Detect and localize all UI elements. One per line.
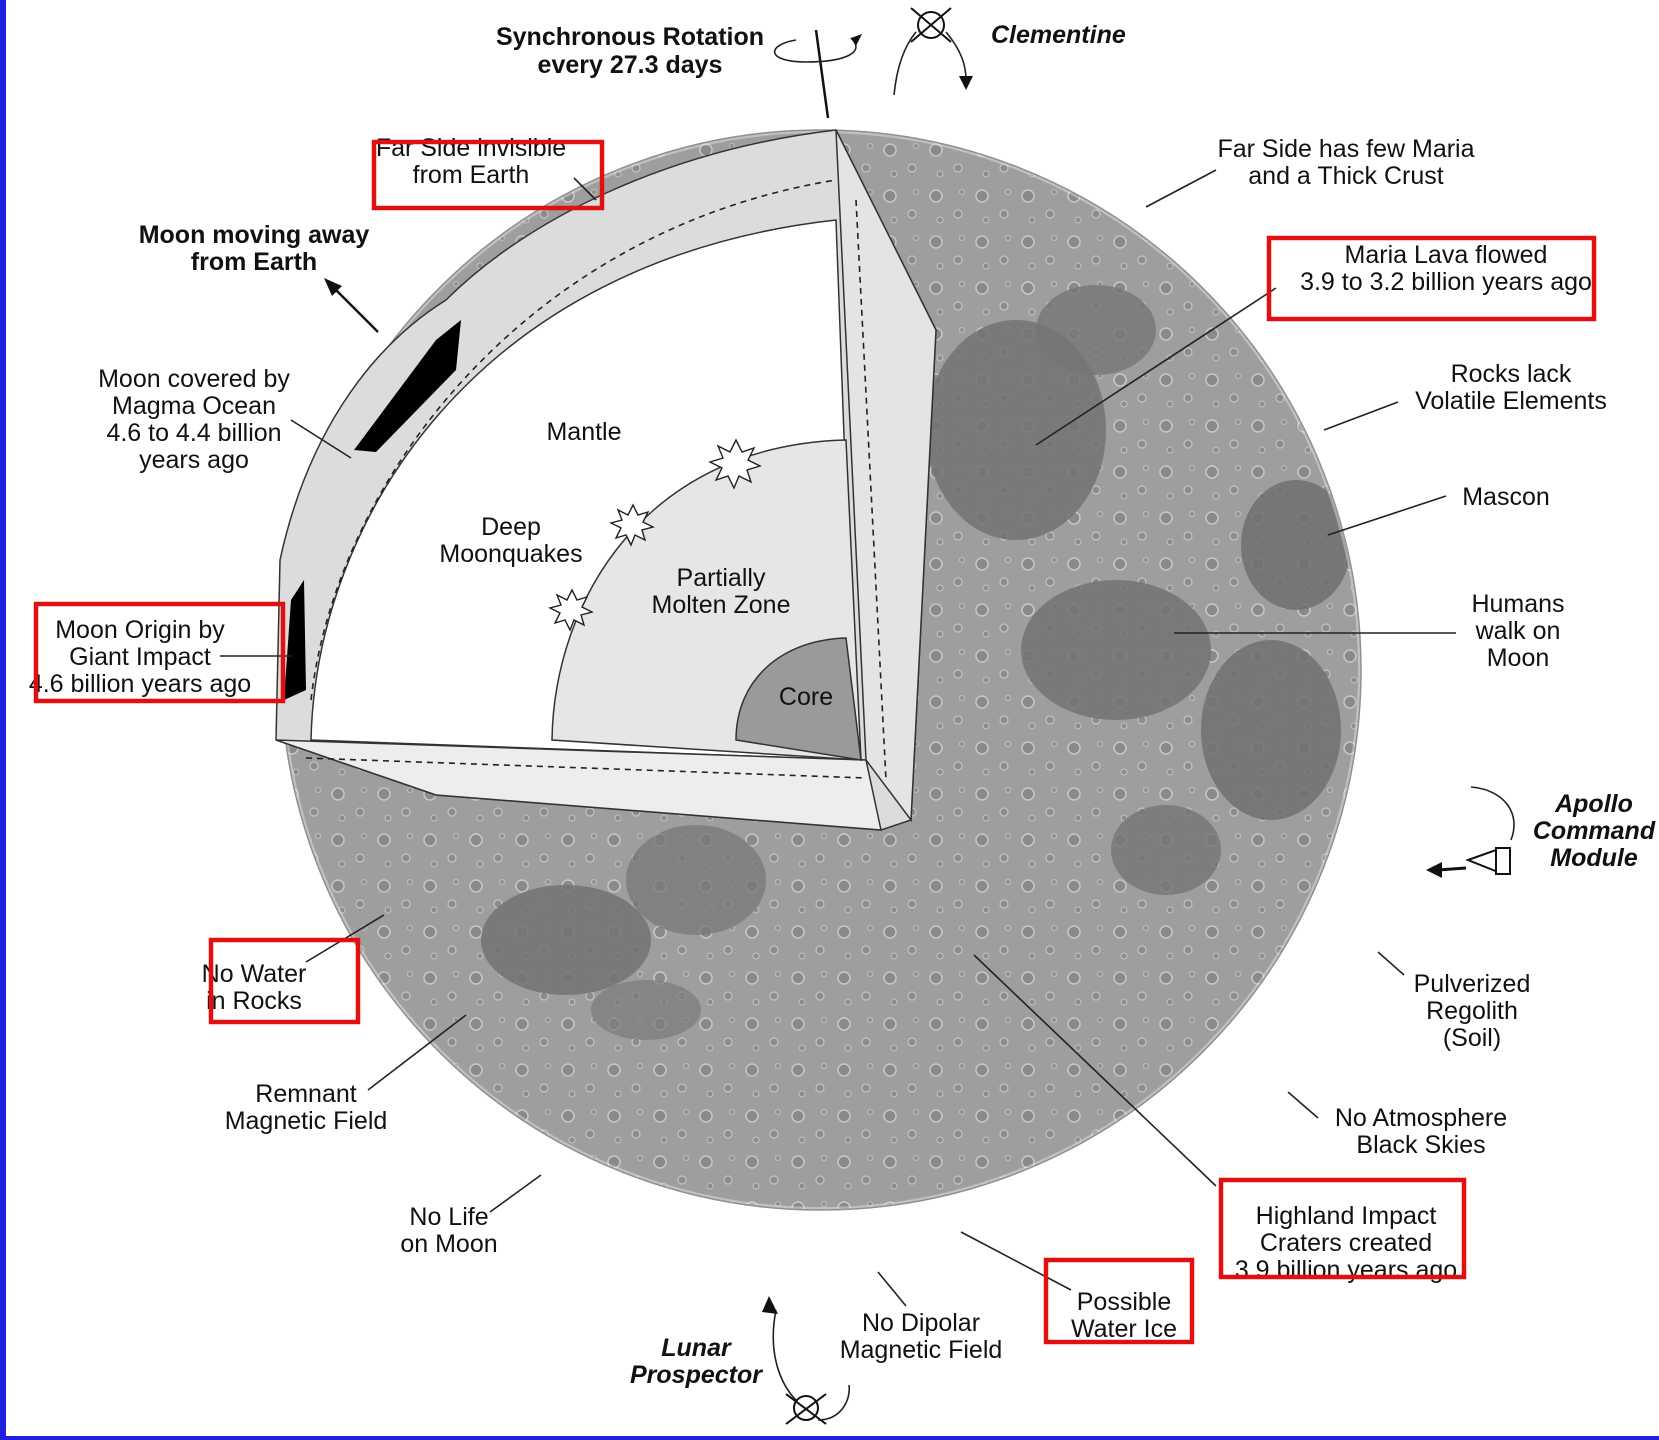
giant-impact-label-line1: Moon Origin by [55,616,225,644]
regolith-label-line1: Pulverized [1414,970,1531,998]
humans-label-line2: walk on [1475,617,1561,645]
water-ice-label-line1: Possible [1077,1288,1172,1316]
no-life-label-line1: No Life [409,1203,488,1231]
magma-ocean-label-line4: years ago [139,446,249,474]
moving-away-arrow-icon [324,278,378,332]
no-life-label-line2: on Moon [400,1230,497,1258]
far-side-invisible-label-line1: Far Side invisible [376,134,566,162]
lunar-prospector-label-line2: Prospector [630,1361,763,1389]
magma-ocean-label-line1: Moon covered by [98,365,290,393]
highland-label-line2: Craters created [1260,1229,1432,1257]
highland-label-line3: 3.9 billion years ago [1235,1256,1457,1284]
giant-impact-label-line3: 4.6 billion years ago [29,670,251,698]
molten-zone-label-line2: Molten Zone [652,591,791,619]
no-dipolar-label-line1: No Dipolar [862,1309,980,1337]
deep-moonquakes-label-line1: Deep [481,513,541,541]
regolith-label-line3: (Soil) [1443,1024,1501,1052]
mascon-label: Mascon [1462,483,1550,511]
moving-away-label-line2: from Earth [191,248,317,276]
frame-bottom-edge [0,1436,1659,1440]
remnant-field-label-line1: Remnant [255,1080,356,1108]
clementine-spacecraft-icon [894,8,973,95]
sync-rotation-label-line1: Synchronous Rotation [496,23,764,51]
no-water-label-line1: No Water [202,960,307,988]
giant-impact-label-line2: Giant Impact [69,643,211,671]
maria-lava-label-line2: 3.9 to 3.2 billion years ago [1300,268,1592,296]
apollo-label-line1: Apollo [1554,790,1633,818]
apollo-label-line2: Command [1533,817,1656,845]
clementine-label: Clementine [991,21,1126,49]
magma-ocean-label-line2: Magma Ocean [112,392,276,420]
no-atmosphere-label-line1: No Atmosphere [1335,1104,1507,1132]
lunar-prospector-label-line1: Lunar [661,1334,732,1362]
water-ice-label-line2: Water Ice [1071,1315,1177,1343]
rocks-lack-label-line2: Volatile Elements [1415,387,1607,415]
remnant-field-label-line2: Magnetic Field [225,1107,388,1135]
lunar-prospector-spacecraft-icon [762,1296,849,1424]
highland-label-line1: Highland Impact [1256,1202,1437,1230]
molten-zone-label-line1: Partially [677,564,766,592]
magma-ocean-label-line3: 4.6 to 4.4 billion [106,419,281,447]
humans-label-line3: Moon [1487,644,1550,672]
moon-structure-diagram: Mantle Deep Moonquakes Partially Molten … [6,0,1659,1436]
no-atmosphere-label-line2: Black Skies [1356,1131,1485,1159]
apollo-label-line3: Module [1550,844,1638,872]
mantle-label: Mantle [546,418,621,446]
rocks-lack-label-line1: Rocks lack [1451,360,1572,388]
maria-lava-label-line1: Maria Lava flowed [1345,241,1548,269]
no-dipolar-label-line2: Magnetic Field [840,1336,1003,1364]
far-side-maria-label-line1: Far Side has few Maria [1217,135,1474,163]
sync-rotation-label-line2: every 27.3 days [538,51,723,79]
no-water-label-line2: in Rocks [206,987,302,1015]
far-side-invisible-label-line2: from Earth [413,161,530,189]
regolith-label-line2: Regolith [1426,997,1518,1025]
far-side-maria-label-line2: and a Thick Crust [1248,162,1444,190]
moving-away-label-line1: Moon moving away [139,221,370,249]
core-label: Core [779,683,833,711]
humans-label-line1: Humans [1471,590,1564,618]
apollo-module-icon [1426,787,1514,878]
deep-moonquakes-label-line2: Moonquakes [439,540,582,568]
